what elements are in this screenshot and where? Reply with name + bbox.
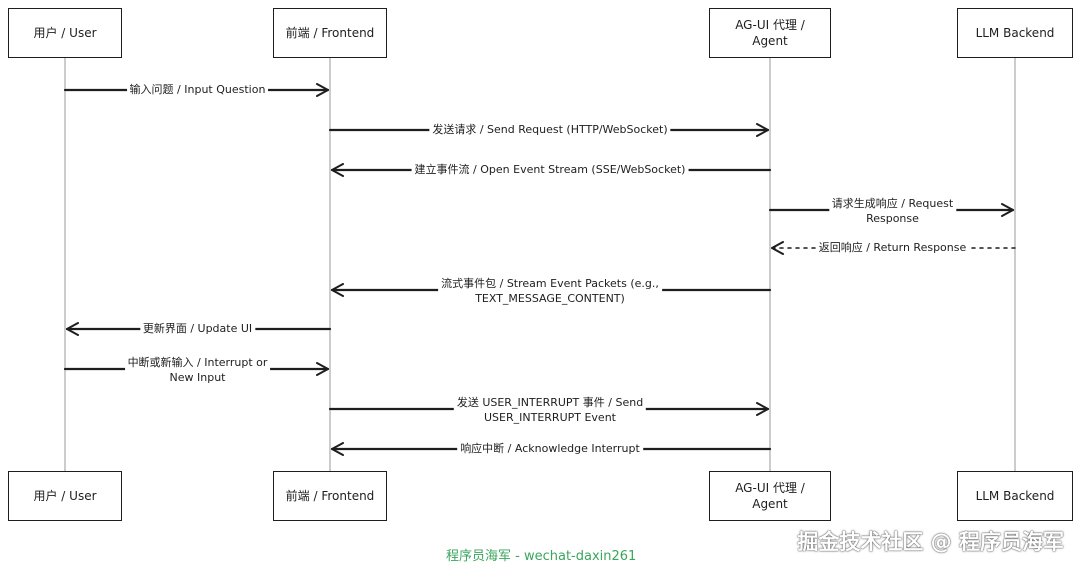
participant-agent-top: AG-UI 代理 /Agent [709, 8, 831, 58]
message-label-3: 建立事件流 / Open Event Stream (SSE/WebSocket… [411, 162, 689, 177]
author-credit: 程序员海军 - wechat-daxin261 [446, 549, 637, 564]
participant-label: AG-UI 代理 /Agent [735, 18, 805, 48]
message-label-2: 发送请求 / Send Request (HTTP/WebSocket) [429, 122, 671, 137]
participant-label: 前端 / Frontend [285, 26, 375, 40]
watermark-text: 掘金技术社区 @ 程序员海军 [797, 530, 1064, 554]
message-label-1: 输入问题 / Input Question [126, 82, 269, 97]
participant-label: LLM Backend [975, 489, 1055, 503]
message-label-6: 流式事件包 / Stream Event Packets (e.g.,TEXT_… [438, 276, 662, 306]
message-label-10: 响应中断 / Acknowledge Interrupt [457, 441, 643, 456]
participant-user-top: 用户 / User [8, 8, 122, 58]
participant-user-bottom: 用户 / User [8, 471, 122, 521]
message-label-5: 返回响应 / Return Response [815, 240, 970, 255]
participant-agent-bottom: AG-UI 代理 /Agent [709, 471, 831, 521]
participant-llm-bottom: LLM Backend [957, 471, 1073, 521]
participant-label: 用户 / User [33, 26, 97, 40]
participant-label: 前端 / Frontend [285, 489, 375, 503]
participant-frontend-top: 前端 / Frontend [273, 8, 387, 58]
participant-label: LLM Backend [975, 26, 1055, 40]
participant-label: AG-UI 代理 /Agent [735, 481, 805, 511]
participant-frontend-bottom: 前端 / Frontend [273, 471, 387, 521]
message-label-7: 更新界面 / Update UI [139, 321, 256, 336]
participant-label: 用户 / User [33, 489, 97, 503]
participant-llm-top: LLM Backend [957, 8, 1073, 58]
